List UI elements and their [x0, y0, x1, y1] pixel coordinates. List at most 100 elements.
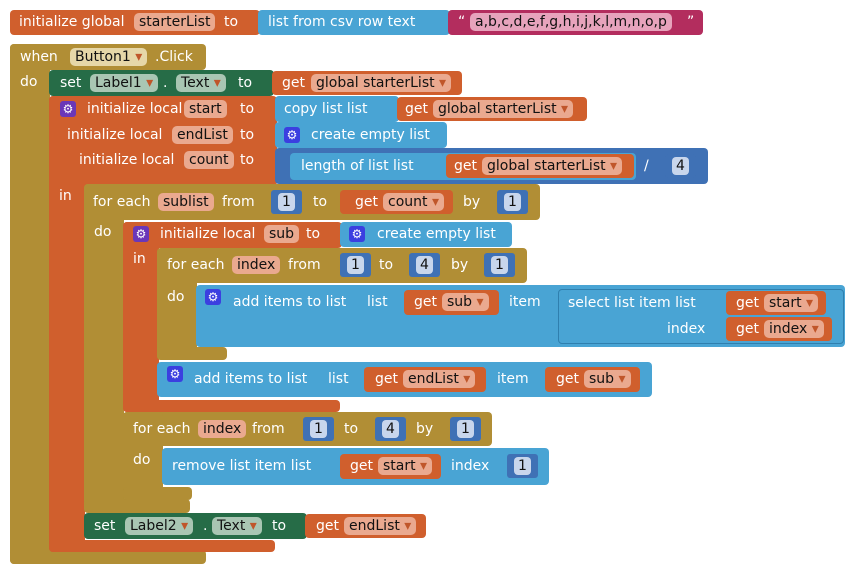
property-dropdown[interactable]: Text — [176, 74, 226, 92]
number-field[interactable]: 1 — [514, 457, 531, 475]
initialize-local-sub-block[interactable] — [123, 222, 342, 248]
quote-open: “ — [458, 14, 466, 30]
label: set — [94, 518, 116, 534]
mutator-gear-icon[interactable]: ⚙ — [205, 289, 221, 305]
label: to — [306, 226, 321, 242]
loop-body-bar — [157, 248, 197, 360]
variable-dropdown[interactable]: sub — [584, 370, 631, 388]
label: get — [375, 371, 398, 387]
local-name-field[interactable]: sub — [264, 225, 300, 243]
variable-dropdown[interactable]: global starterList — [433, 100, 574, 118]
mutator-gear-icon[interactable]: ⚙ — [60, 101, 76, 117]
list-from-csv-row-block[interactable] — [258, 10, 450, 35]
variable-dropdown[interactable]: global starterList — [311, 74, 452, 92]
number-field[interactable]: 1 — [347, 256, 364, 274]
label: item — [497, 371, 529, 387]
label: add items to list — [233, 294, 347, 310]
copy-list-block[interactable] — [275, 96, 399, 122]
label: remove list item list — [172, 458, 312, 474]
label: do — [20, 74, 38, 90]
set-label2-text-block[interactable] — [84, 513, 307, 539]
number-block[interactable]: 1 — [507, 454, 538, 478]
component-dropdown[interactable]: Label2 — [125, 517, 194, 535]
label: create empty list — [311, 127, 430, 143]
mutator-gear-icon[interactable]: ⚙ — [284, 127, 300, 143]
label: get — [454, 158, 477, 174]
mutator-gear-icon[interactable]: ⚙ — [133, 226, 149, 242]
label: get — [556, 371, 579, 387]
label: index — [667, 321, 706, 337]
set-label1-text-block[interactable] — [49, 70, 274, 96]
label: in — [133, 251, 146, 267]
label: copy list list — [284, 101, 368, 117]
label: create empty list — [377, 226, 496, 242]
number-block[interactable]: 1 — [484, 253, 515, 277]
initialize-local-block[interactable] — [49, 96, 277, 186]
label: . — [163, 75, 168, 91]
local-name-field[interactable]: endList — [172, 126, 233, 144]
number-field[interactable]: 1 — [310, 420, 327, 438]
variable-dropdown[interactable]: sub — [442, 293, 489, 311]
label: from — [222, 194, 255, 210]
variable-dropdown[interactable]: endList — [344, 517, 417, 535]
number-field[interactable]: 1 — [278, 193, 295, 211]
number-field[interactable]: 1 — [504, 193, 521, 211]
number-field[interactable]: 4 — [672, 157, 689, 175]
label: do — [133, 452, 151, 468]
loop-variable-field[interactable]: index — [198, 420, 247, 438]
label: list — [367, 294, 388, 310]
loop-body-bar — [84, 184, 124, 512]
number-block[interactable]: 4 — [665, 154, 696, 178]
number-field[interactable]: 1 — [457, 420, 474, 438]
variable-dropdown[interactable]: index — [764, 320, 824, 338]
number-field[interactable]: 4 — [382, 420, 399, 438]
local-sub-body-bar — [123, 222, 159, 412]
loop-variable-field[interactable]: index — [232, 256, 281, 274]
component-dropdown[interactable]: Button1 — [70, 48, 148, 66]
divide-operator: / — [644, 158, 649, 174]
loop-body-bar — [123, 412, 163, 500]
event-bottom — [10, 550, 206, 564]
property-dropdown[interactable]: Text — [212, 517, 262, 535]
global-name-field[interactable]: starterList — [134, 13, 216, 31]
event-body-bar — [10, 44, 50, 564]
number-block[interactable]: 1 — [497, 190, 528, 214]
label: by — [463, 194, 481, 210]
number-block[interactable]: 4 — [409, 253, 440, 277]
variable-dropdown[interactable]: start — [764, 294, 819, 312]
label: get — [736, 295, 759, 311]
label: get — [405, 101, 428, 117]
number-block[interactable]: 1 — [340, 253, 371, 277]
create-empty-list-block[interactable] — [340, 222, 512, 247]
component-dropdown[interactable]: Label1 — [90, 74, 159, 92]
local-sub-bottom — [123, 400, 340, 412]
mutator-gear-icon[interactable]: ⚙ — [167, 366, 183, 382]
local-name-field[interactable]: count — [184, 151, 234, 169]
local-body-bar — [49, 96, 85, 552]
number-block[interactable]: 1 — [271, 190, 302, 214]
label: add items to list — [194, 371, 308, 387]
label: to — [240, 152, 255, 168]
variable-dropdown[interactable]: start — [378, 457, 433, 475]
mutator-gear-icon[interactable]: ⚙ — [349, 226, 365, 242]
label: for each — [133, 421, 191, 437]
number-field[interactable]: 4 — [416, 256, 433, 274]
number-block[interactable]: 4 — [375, 417, 406, 441]
variable-dropdown[interactable]: global starterList — [482, 157, 623, 175]
label: by — [451, 257, 469, 273]
text-value-field[interactable]: a,b,c,d,e,f,g,h,i,j,k,l,m,n,o,p — [470, 13, 672, 31]
variable-dropdown[interactable]: count — [383, 193, 444, 211]
loop-variable-field[interactable]: sublist — [158, 193, 214, 211]
label: item — [509, 294, 541, 310]
label: initialize local — [87, 101, 183, 117]
number-block[interactable]: 1 — [303, 417, 334, 441]
number-field[interactable]: 1 — [491, 256, 508, 274]
local-name-field[interactable]: start — [184, 100, 227, 118]
number-block[interactable]: 1 — [450, 417, 481, 441]
variable-dropdown[interactable]: endList — [403, 370, 476, 388]
create-empty-list-block[interactable] — [275, 122, 447, 148]
label: for each — [167, 257, 225, 273]
label: initialize local — [67, 127, 163, 143]
label: do — [167, 289, 185, 305]
loop-bottom — [123, 487, 192, 500]
